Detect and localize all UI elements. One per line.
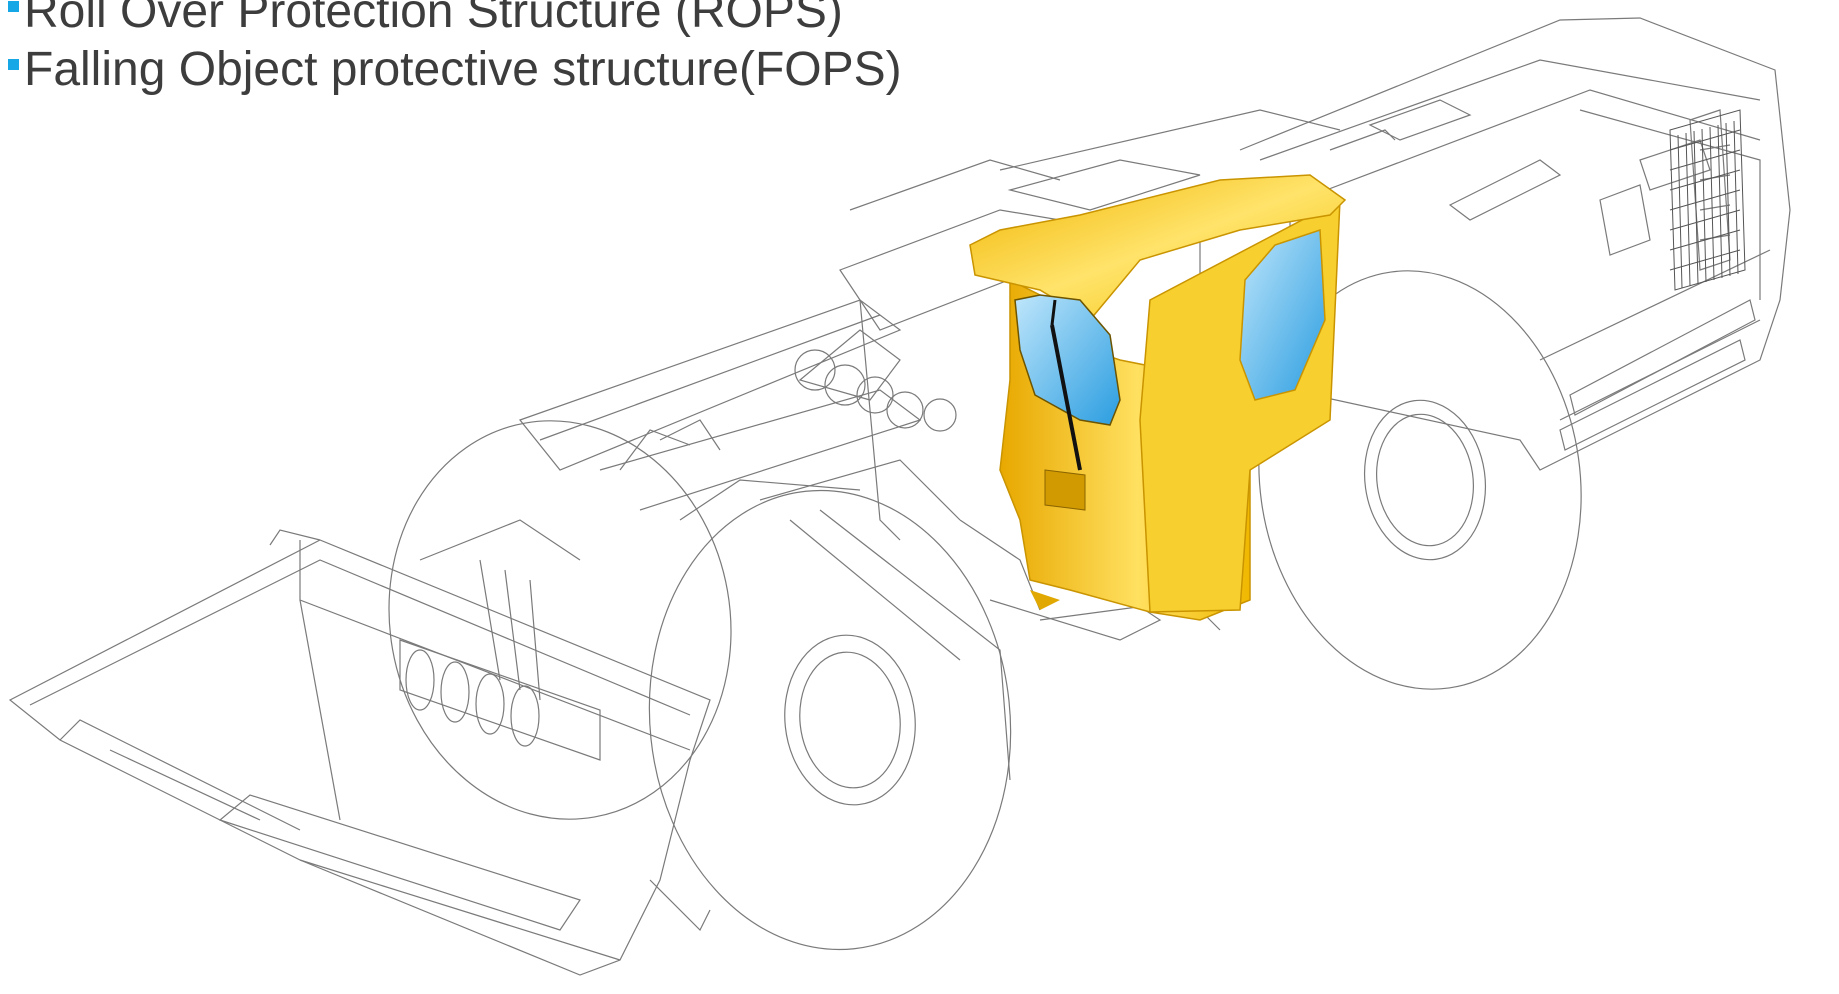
bullet-marker-icon (8, 58, 19, 70)
bullet-text: Falling Object protective structure(FOPS… (24, 42, 902, 96)
engine-grille (1669, 109, 1746, 291)
line-art (8, 17, 1791, 976)
rear-wheel (1258, 270, 1582, 690)
front-wheel (648, 479, 1012, 951)
bullet-item-rops: Roll Over Protection Structure (ROPS) (8, 0, 902, 40)
operator-cab (969, 174, 1347, 621)
bullet-marker-icon (8, 0, 19, 12)
bullet-item-fops: Falling Object protective structure(FOPS… (8, 40, 902, 98)
bucket (8, 529, 711, 976)
bullet-list: Roll Over Protection Structure (ROPS) Fa… (8, 0, 902, 98)
bullet-text: Roll Over Protection Structure (ROPS) (24, 0, 843, 38)
front-left-wheel (388, 420, 732, 820)
boom-arms (519, 299, 1011, 781)
